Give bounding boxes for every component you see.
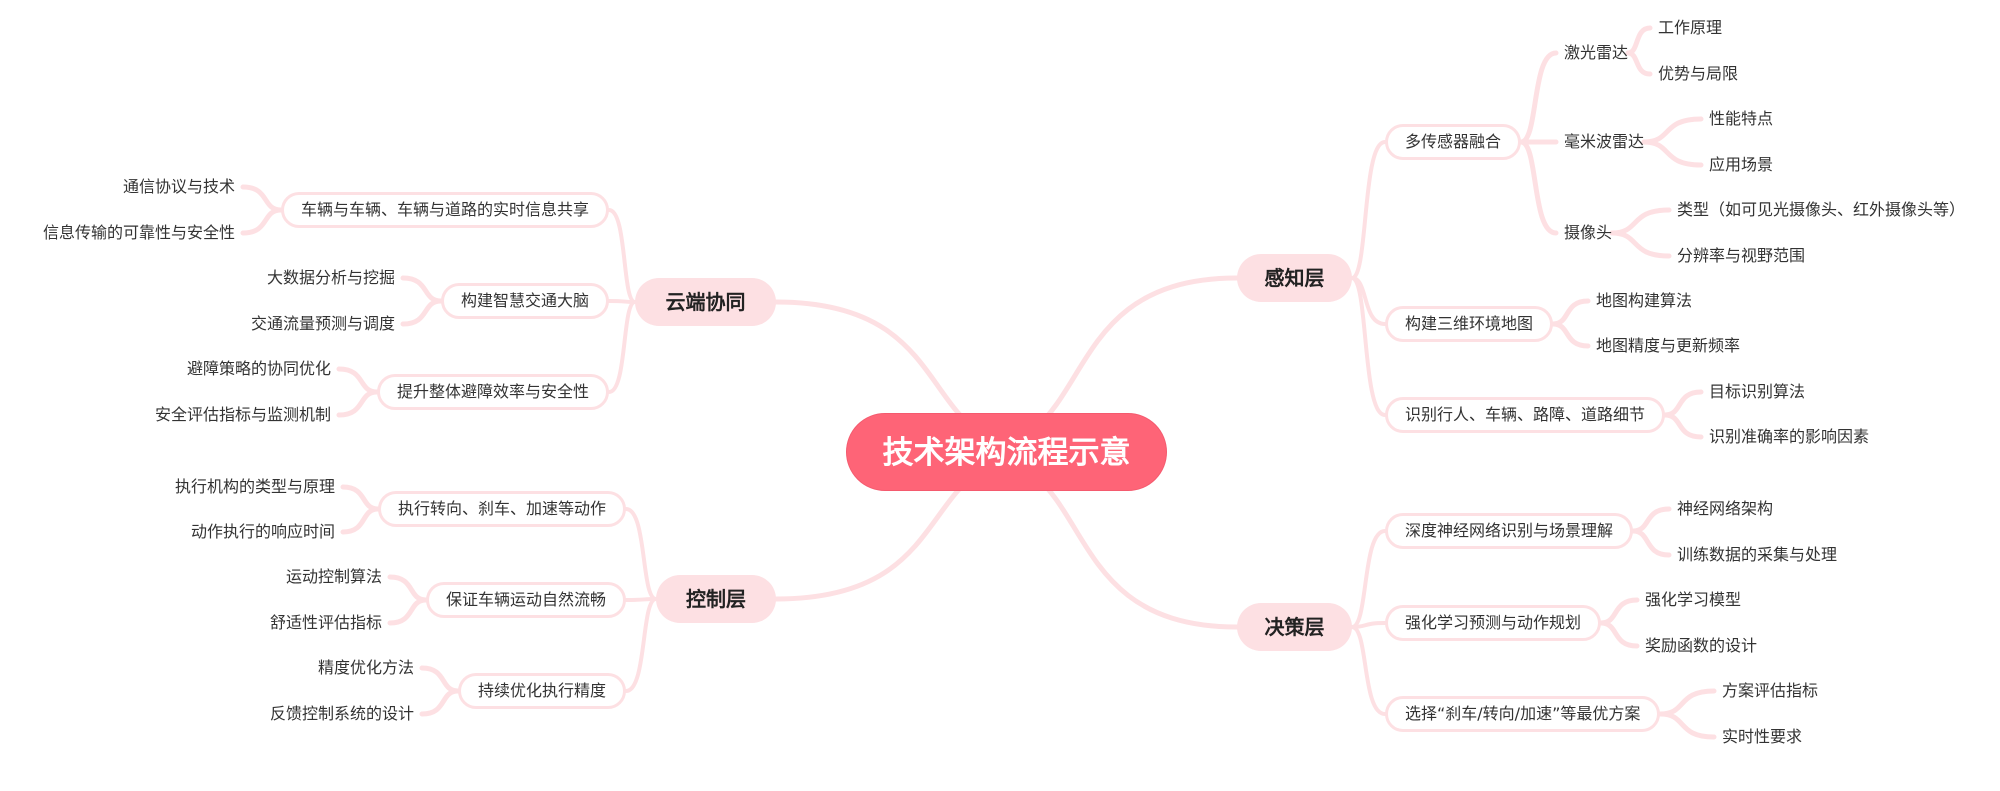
main-topic-decision[interactable]: 决策层 [1237,603,1352,651]
connector-line [1625,50,1653,77]
subtopic-smart-traffic-brain[interactable]: 构建智慧交通大脑 [440,283,609,319]
leaf-topic[interactable]: 执行机构的类型与原理 [174,477,335,496]
leaf-topic[interactable]: 优势与局限 [1658,64,1739,83]
connector-line [1630,528,1672,558]
leaf-topic[interactable]: 分辨率与视野范围 [1677,246,1806,265]
connector-line [336,366,380,395]
connector-line [1518,139,1559,236]
connector-line [1657,711,1717,740]
leaf-topic[interactable]: 避障策略的协同优化 [186,359,331,378]
leaf-topic[interactable]: 神经网络架构 [1677,499,1774,518]
subtopic-optimal-action[interactable]: 选择“刹车/转向/加速”等最优方案 [1385,696,1661,732]
leaf-topic[interactable]: 性能特点 [1709,109,1774,128]
connector-line [387,597,429,626]
subtopic-precision[interactable]: 持续优化执行精度 [457,673,626,709]
connector-line [419,688,461,717]
main-topic-perception[interactable]: 感知层 [1237,254,1352,302]
connector-line [400,275,444,304]
leaf-topic[interactable]: 信息传输的可靠性与安全性 [42,223,235,242]
leaf-topic[interactable]: 训练数据的采集与处理 [1677,545,1838,564]
connector-line [1625,25,1653,56]
leaf-topic[interactable]: 动作执行的响应时间 [190,522,335,541]
connector-line [1550,321,1591,349]
connector-line [1662,412,1704,440]
connector-line [1350,625,1387,716]
connector-line [1657,688,1717,717]
leaf-topic[interactable]: 方案评估指标 [1722,681,1819,700]
leaf-topic[interactable]: 安全评估指标与监测机制 [154,405,331,424]
leaf-topic[interactable]: 地图精度与更新频率 [1596,336,1741,355]
connector-line [1641,116,1704,145]
connector-line [1350,276,1387,417]
connector-line [240,184,284,213]
connector-line [607,300,637,394]
subtopic-smooth-motion[interactable]: 保证车辆运动自然流畅 [425,582,626,618]
connector-line [340,484,381,512]
subtopic-3d-map[interactable]: 构建三维环境地图 [1385,306,1554,342]
connector-line [1641,139,1704,168]
subtopic-object-recognition[interactable]: 识别行人、车辆、路障、道路细节 [1385,397,1666,433]
connector-line [624,597,658,693]
connector-line [1630,506,1672,534]
topic-mmwave-radar[interactable]: 毫米波雷达 [1564,132,1645,151]
connector-line [1598,620,1640,649]
leaf-topic[interactable]: 奖励函数的设计 [1645,636,1758,655]
leaf-topic[interactable]: 识别准确率的影响因素 [1709,427,1870,446]
main-topic-cloud[interactable]: 云端协同 [635,278,776,326]
leaf-topic[interactable]: 运动控制算法 [285,567,382,586]
subtopic-rl[interactable]: 强化学习预测与动作规划 [1385,605,1602,641]
connector-line [1662,389,1704,418]
leaf-topic[interactable]: 交通流量预测与调度 [250,314,395,333]
topic-camera[interactable]: 摄像头 [1564,223,1613,242]
subtopic-obstacle-avoidance[interactable]: 提升整体避障效率与安全性 [376,374,609,410]
leaf-topic[interactable]: 目标识别算法 [1709,382,1806,401]
connector-line [340,506,381,535]
leaf-topic[interactable]: 地图构建算法 [1596,291,1693,310]
main-topic-control[interactable]: 控制层 [656,575,776,623]
leaf-topic[interactable]: 应用场景 [1709,155,1774,174]
leaf-topic[interactable]: 类型（如可见光摄像头、红外摄像头等） [1677,200,1966,219]
topic-lidar[interactable]: 激光雷达 [1564,43,1629,62]
subtopic-v2x-sharing[interactable]: 车辆与车辆、车辆与道路的实时信息共享 [280,192,609,228]
subtopic-dnn[interactable]: 深度神经网络识别与场景理解 [1385,513,1634,549]
leaf-topic[interactable]: 反馈控制系统的设计 [269,704,414,723]
connector-line [1550,298,1591,327]
connector-line [387,574,429,603]
connector-line [419,665,461,694]
leaf-topic[interactable]: 强化学习模型 [1645,590,1742,609]
leaf-topic[interactable]: 通信协议与技术 [122,177,235,196]
leaf-topic[interactable]: 实时性要求 [1722,727,1803,746]
connector-line [607,299,637,304]
subtopic-sensor-fusion[interactable]: 多传感器融合 [1385,124,1522,160]
leaf-topic[interactable]: 大数据分析与挖掘 [266,268,395,287]
connector-line [624,507,658,601]
connector-line [240,207,284,236]
leaf-topic[interactable]: 精度优化方法 [317,658,414,677]
subtopic-actuation[interactable]: 执行转向、刹车、加速等动作 [377,491,626,527]
central-topic[interactable]: 技术架构流程示意 [846,413,1167,491]
connector-line [400,298,444,327]
connector-line [336,389,380,418]
connector-line [1609,207,1672,236]
connector-line [607,208,637,304]
connector-line [1598,597,1640,626]
connector-line [1609,230,1672,259]
connector-line [1518,50,1559,145]
connector-line [1350,529,1387,629]
connector-line [1350,140,1387,280]
leaf-topic[interactable]: 舒适性评估指标 [269,613,382,632]
leaf-topic[interactable]: 工作原理 [1658,18,1723,37]
